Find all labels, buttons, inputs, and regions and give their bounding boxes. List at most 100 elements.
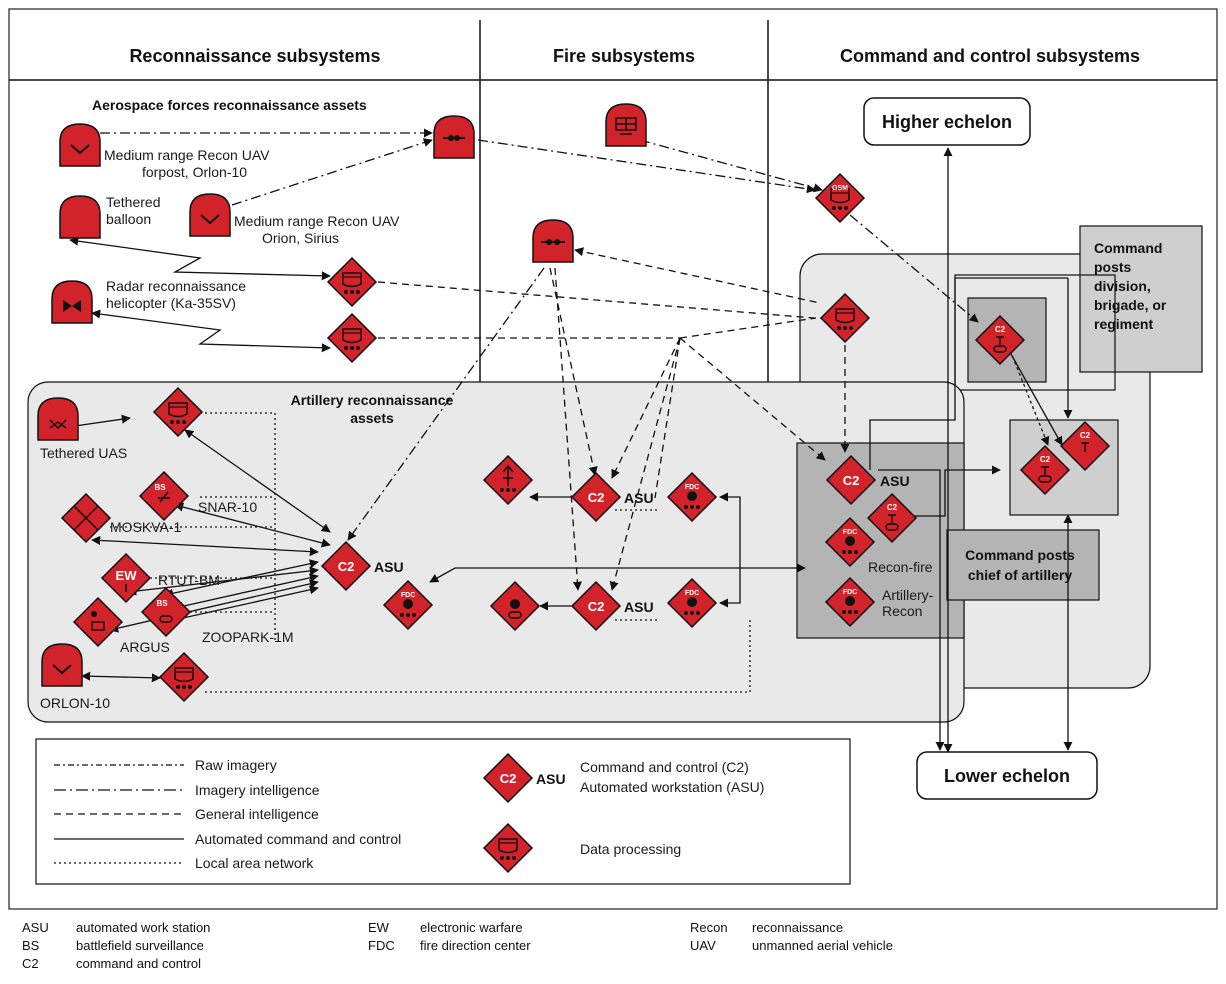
c2-asu-icon: C2: [571, 581, 621, 631]
svg-text:C2: C2: [1040, 455, 1051, 464]
svg-text:EW: EW: [368, 920, 390, 935]
svg-text:BS: BS: [154, 483, 166, 492]
svg-text:C2: C2: [887, 503, 898, 512]
cp-div-line3: division,: [1094, 278, 1151, 294]
svg-text:electronic warfare: electronic warfare: [420, 920, 523, 935]
svg-text:battlefield surveillance: battlefield surveillance: [76, 938, 204, 953]
svg-text:C2: C2: [843, 473, 860, 488]
fdc-icon: FDC: [825, 577, 875, 627]
bs-radar-icon: BS: [139, 471, 189, 521]
c2-icon: C2: [1060, 421, 1110, 471]
helicopter-label-2: helicopter (Ka-35SV): [106, 295, 236, 311]
bs-radar-icon: BS: [141, 587, 191, 637]
uav-forpost-label-1: Medium range Recon UAV: [104, 147, 270, 163]
balloon-icon: [59, 195, 101, 239]
asu-label-recon: ASU: [374, 559, 404, 575]
orlon-icon: [41, 643, 83, 687]
svg-text:FDC: FDC: [685, 484, 699, 491]
higher-echelon-box: [863, 97, 1031, 146]
svg-text:BS: BS: [156, 599, 168, 608]
cp-div-line1: Command: [1094, 240, 1162, 256]
svg-text:GSM: GSM: [832, 185, 848, 192]
legend-c2-2: Automated workstation (ASU): [580, 779, 764, 795]
ew-icon: EW: [101, 553, 151, 603]
gsm-data-processing-icon: GSM: [815, 173, 865, 223]
c2-icon: C2: [1020, 445, 1070, 495]
svg-text:C2: C2: [500, 771, 517, 786]
svg-text:C2: C2: [588, 490, 605, 505]
svg-text:BS: BS: [22, 938, 40, 953]
fdc-icon: FDC: [383, 580, 433, 630]
col-title-recon: Reconnaissance subsystems: [129, 46, 380, 66]
asu-label-fire-2: ASU: [624, 599, 654, 615]
uav-orion-icon: [189, 193, 231, 237]
lower-echelon-label: Lower echelon: [944, 766, 1070, 786]
radar-icon: [532, 219, 574, 263]
fdc-icon: FDC: [667, 472, 717, 522]
svg-text:FDC: FDC: [368, 938, 395, 953]
asu-label: ASU: [880, 473, 910, 489]
svg-text:FDC: FDC: [401, 592, 415, 599]
fdc-icon: FDC: [825, 517, 875, 567]
uav-forpost-label-2: forpost, Orlon-10: [142, 164, 247, 180]
cp-div-line4: brigade, or: [1094, 297, 1167, 313]
svg-text:C2: C2: [995, 325, 1006, 334]
uav-forpost-icon: [59, 123, 101, 167]
legend-dp: Data processing: [580, 841, 681, 857]
svg-text:FDC: FDC: [685, 590, 699, 597]
svg-text:FDC: FDC: [843, 589, 857, 596]
satellite-icon: [605, 103, 647, 147]
c2-icon: C2: [975, 315, 1025, 365]
moskva-icon: [61, 493, 111, 543]
cp-div-line2: posts: [1094, 259, 1132, 275]
cp-art-line1: Command posts: [965, 547, 1075, 563]
art-recon-label-a: Artillery-: [882, 587, 934, 603]
legend-c2-icon: C2: [483, 753, 533, 803]
rtut-label: RTUT-BM: [158, 572, 220, 588]
legend-lan: Local area network: [195, 855, 314, 871]
fdc-icon: FDC: [667, 578, 717, 628]
uav-orion-label-2: Orion, Sirius: [262, 230, 339, 246]
tethered-uas-icon: [37, 397, 79, 441]
cp-division-box: [1079, 225, 1203, 373]
recon-fire-label: Recon-fire: [868, 559, 933, 575]
recon-fire-box: [796, 442, 965, 639]
svg-text:unmanned aerial vehicle: unmanned aerial vehicle: [752, 938, 893, 953]
svg-text:reconnaissance: reconnaissance: [752, 920, 843, 935]
c2-asu-icon: C2: [321, 541, 371, 591]
svg-text:C2: C2: [338, 559, 355, 574]
col-title-fire: Fire subsystems: [553, 46, 695, 66]
svg-text:C2: C2: [22, 956, 39, 971]
cp-div-line5: regiment: [1094, 316, 1153, 332]
tethered-uas-label: Tethered UAS: [40, 445, 127, 461]
balloon-label-1: Tethered: [106, 194, 160, 210]
legend-acc: Automated command and control: [195, 831, 401, 847]
art-recon-title-1: Artillery reconnaissance: [291, 392, 454, 408]
svg-text:UAV: UAV: [690, 938, 716, 953]
argus-icon: [73, 597, 123, 647]
argus-label: ARGUS: [120, 639, 170, 655]
legend-asu: ASU: [536, 771, 566, 787]
radar-icon: [433, 115, 475, 159]
svg-text:Recon: Recon: [690, 920, 728, 935]
data-processing-icon: [327, 257, 377, 307]
data-processing-icon: [327, 313, 377, 363]
balloon-label-2: balloon: [106, 211, 151, 227]
moskva-label: MOSKVA-1: [110, 519, 182, 535]
helicopter-icon: [51, 280, 93, 324]
col-title-c2: Command and control subsystems: [840, 46, 1140, 66]
svg-text:fire direction center: fire direction center: [420, 938, 531, 953]
uav-orion-label-1: Medium range Recon UAV: [234, 213, 400, 229]
asu-label-fire-1: ASU: [624, 490, 654, 506]
c2-icon: C2: [867, 493, 917, 543]
higher-echelon-label: Higher echelon: [882, 112, 1012, 132]
art-recon-label-b: Recon: [882, 603, 922, 619]
legend-general: General intelligence: [195, 806, 319, 822]
outer-frame: [8, 8, 1218, 910]
legend-raw: Raw imagery: [195, 757, 277, 773]
svg-text:C2: C2: [588, 599, 605, 614]
launcher-icon: [483, 455, 533, 505]
